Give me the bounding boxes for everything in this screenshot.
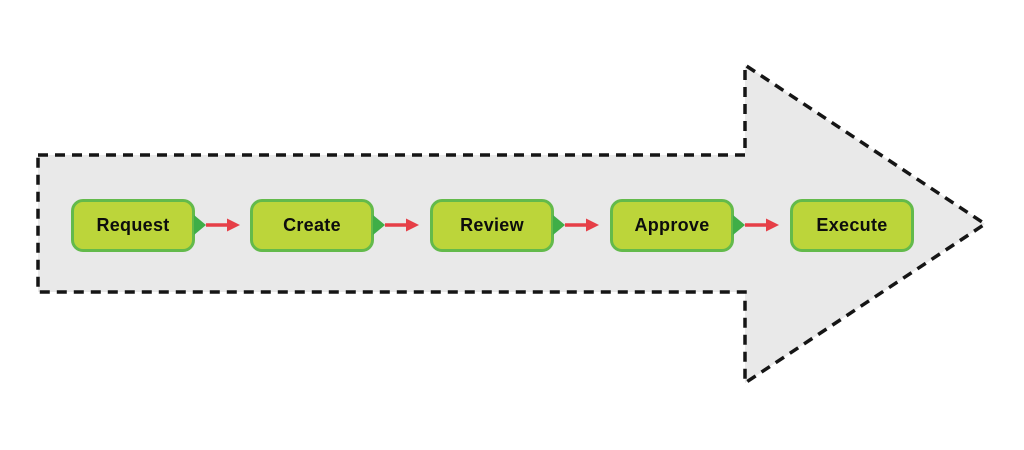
step-label-review: Review (460, 215, 524, 235)
triangle-right-icon (733, 215, 745, 235)
step-label-execute: Execute (816, 215, 888, 235)
step-box-create: Create (250, 199, 374, 252)
step-label-create: Create (283, 215, 341, 235)
step-box-request: Request (71, 199, 195, 252)
arrow-right-icon (745, 218, 779, 232)
triangle-right-icon (194, 215, 206, 235)
step-box-review: Review (430, 199, 554, 252)
arrow-right-icon (385, 218, 419, 232)
step-box-execute: Execute (790, 199, 914, 252)
triangle-right-icon (553, 215, 565, 235)
step-label-approve: Approve (634, 215, 710, 235)
step-label-request: Request (96, 215, 170, 235)
triangle-right-icon (373, 215, 385, 235)
arrow-right-icon (206, 218, 240, 232)
arrow-right-icon (565, 218, 599, 232)
step-box-approve: Approve (610, 199, 734, 252)
